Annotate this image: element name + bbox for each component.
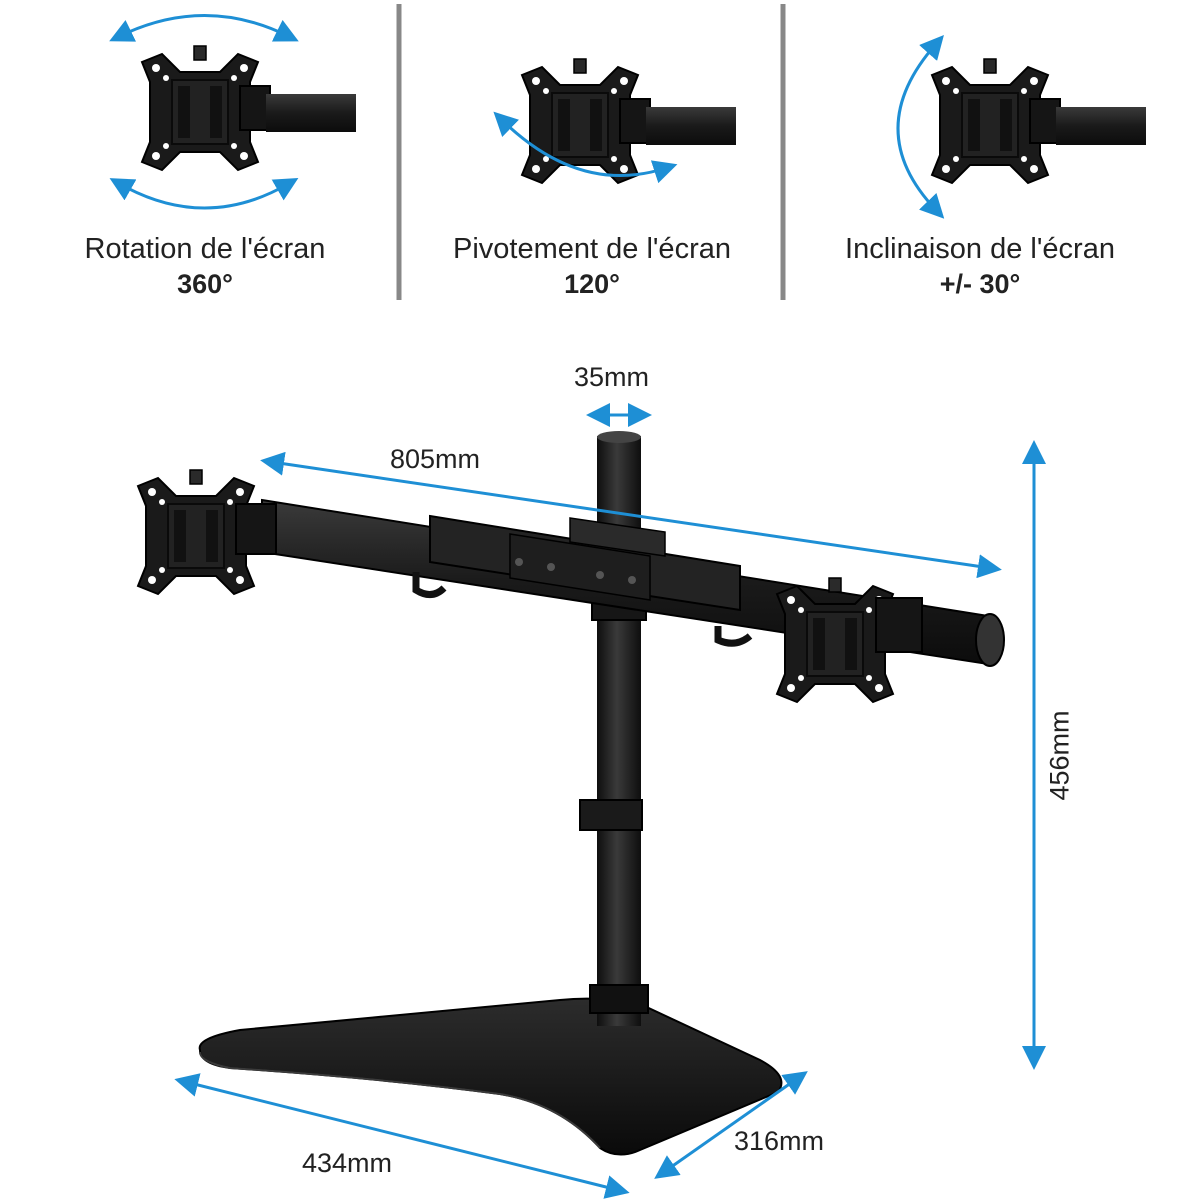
feature-rotation-label: Rotation de l'écran [84, 233, 326, 265]
base-width-label: 434mm [302, 1148, 393, 1178]
feature-tilt: Inclinaison de l'écran +/- 30° [800, 230, 1160, 300]
rotation-arrow-bottom-icon [109, 177, 299, 210]
feature-swivel-value: 120° [564, 269, 620, 299]
rotation-illustration [109, 14, 356, 210]
height-label: 456mm [1044, 710, 1075, 801]
tilt-arrow-icon [896, 35, 945, 219]
feature-swivel-label: Pivotement de l'écran [453, 233, 731, 265]
arm-span-arrow-icon [260, 451, 1002, 579]
swivel-arrow-icon [493, 111, 678, 184]
feature-tilt-label: Inclinaison de l'écran [845, 233, 1115, 265]
arm-span-label: 805mm [390, 444, 481, 474]
feature-rotation: Rotation de l'écran 360° [30, 230, 380, 300]
feature-rotation-value: 360° [177, 269, 233, 299]
tilt-illustration [896, 35, 1146, 219]
stand-base [198, 997, 783, 1156]
feature-swivel: Pivotement de l'écran 120° [412, 230, 772, 300]
pole-diameter-label: 35mm [574, 362, 650, 392]
base-depth-arrow-icon [654, 1071, 808, 1179]
rotation-arrow-top-icon [109, 14, 299, 42]
feature-tilt-value: +/- 30° [939, 269, 1021, 299]
base-width-arrow-icon [174, 1073, 630, 1199]
dual-monitor-stand [137, 431, 1005, 1156]
swivel-illustration [493, 59, 736, 184]
base-depth-label: 316mm [734, 1126, 825, 1156]
